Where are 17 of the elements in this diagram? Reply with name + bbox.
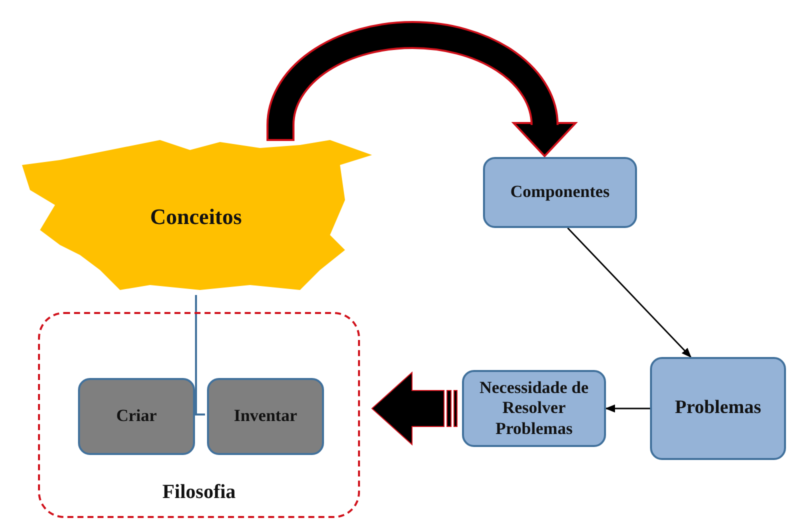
node-label: Conceitos — [149, 204, 243, 231]
process-box — [207, 378, 324, 455]
node-label: Problemas — [674, 397, 762, 420]
node-label: Filosofia — [161, 480, 237, 504]
node-label: Componentes — [509, 182, 611, 203]
process-box — [462, 370, 606, 447]
arrow — [605, 404, 650, 412]
node-label: Criar — [115, 406, 158, 427]
block-arrow — [371, 371, 458, 446]
dashed-group-frame — [38, 312, 360, 518]
node-label: Necessidade de Resolver Problemas — [478, 378, 590, 440]
node-label: Inventar — [232, 406, 298, 427]
arrow — [567, 227, 692, 358]
process-box — [483, 157, 637, 228]
process-box — [650, 357, 786, 460]
curved-arrow — [266, 21, 577, 157]
process-box — [78, 378, 195, 455]
